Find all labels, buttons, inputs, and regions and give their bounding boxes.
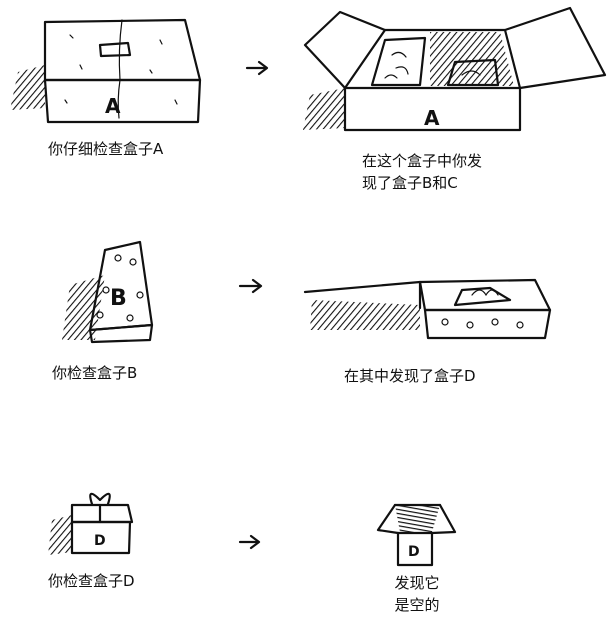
open-box-b-top [418,278,552,312]
step2-left-caption: 你检查盒子B [52,364,138,382]
empty-box-d-interior [395,505,440,532]
box-d-inside-bow [471,289,499,297]
arrow-icon [238,534,261,550]
arrow-icon [245,60,269,76]
open-box-a-letter: A [424,106,440,130]
box-a-dots [64,34,178,105]
step3-left-caption: 你检查盒子D [48,572,135,590]
box-b-inside-dots [384,51,409,79]
box-d-shadow [48,515,72,555]
closed-box-a: A [10,18,202,124]
open-box-b [303,278,552,340]
box-b-shadow [62,275,105,340]
step2-right-caption-line1: 在其中发现了盒子D [344,367,476,385]
arrow-icon [238,278,263,294]
open-box-a-flap-left [303,10,387,90]
empty-box-d-front [396,531,434,567]
box-a-front [43,78,202,124]
box-b-inside [370,36,427,87]
box-d-lid [70,503,134,524]
box-a-letter: A [105,94,121,118]
box-b-letter: B [110,286,127,311]
open-box-a-front [343,86,522,132]
box-b: B [62,240,154,344]
box-b-dots [96,254,144,322]
open-box-a-interior [430,32,514,86]
empty-box-d-letter: D [408,544,420,560]
empty-box-d: D [376,503,457,567]
box-a-lid [43,18,202,82]
step3-right-caption-line2: 是空的 [394,596,440,614]
box-d-inside [453,286,512,307]
open-box-b-front [423,308,552,340]
box-d-letter: D [94,533,106,549]
gift-box-d: D [48,492,134,555]
open-box-b-shadow [310,300,420,330]
open-box-a-shadow [303,88,345,130]
step1-left-caption: 你仔细检查盒子A [48,140,164,158]
empty-box-d-flap-right [430,503,457,535]
box-c-inside-mark [461,70,481,76]
box-a-label-patch [98,41,132,58]
ribbon-bow-icon [89,492,111,524]
box-c-inside [446,58,500,87]
open-box-a: A [303,6,607,132]
open-box-b-dots [441,318,524,329]
step1-right-caption-line2: 现了盒子B和C [362,174,458,192]
empty-box-d-flap-left [376,503,400,535]
box-d-front [70,520,132,555]
box-b-base [88,323,154,344]
open-box-a-flap-right [503,6,607,90]
box-a-shadow [10,65,45,110]
box-a-tape [117,19,123,119]
step1-right-caption-line1: 在这个盒子中你发 [362,152,483,170]
step3-right-caption-line1: 发现它 [394,574,440,592]
